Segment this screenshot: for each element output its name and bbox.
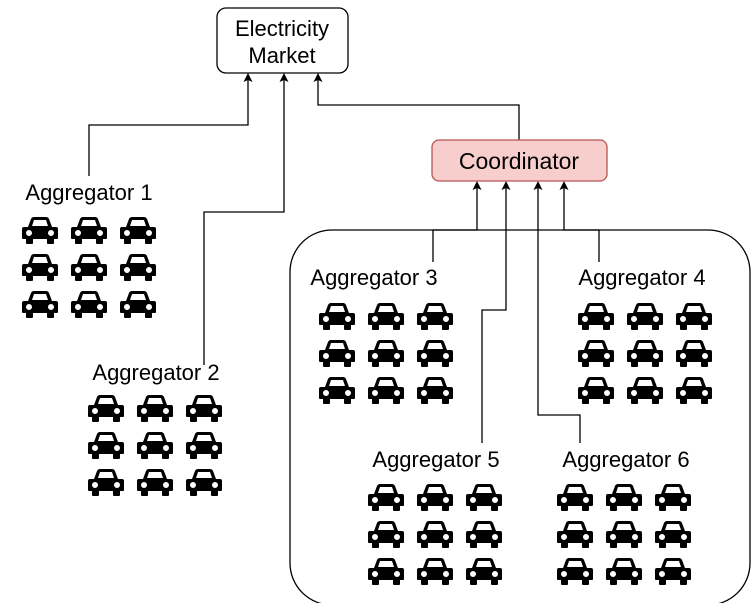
car-icon bbox=[417, 340, 453, 367]
car-icon bbox=[71, 217, 107, 244]
car-icon bbox=[557, 558, 593, 585]
car-icon bbox=[655, 521, 691, 548]
aggregator-6-label: Aggregator 6 bbox=[562, 447, 689, 472]
edge-agg4-coordinator bbox=[563, 188, 600, 262]
car-icon bbox=[578, 377, 614, 404]
edge-agg5-coordinator bbox=[481, 188, 507, 443]
aggregator-4-label: Aggregator 4 bbox=[578, 265, 705, 290]
aggregator-3-label: Aggregator 3 bbox=[310, 265, 437, 290]
car-icon bbox=[120, 254, 156, 281]
car-icon bbox=[368, 377, 404, 404]
arrowhead-up-icon bbox=[472, 181, 482, 190]
aggregator-3-fleet bbox=[319, 303, 453, 404]
car-icon bbox=[676, 377, 712, 404]
arrowhead-up-icon bbox=[279, 73, 289, 82]
car-icon bbox=[120, 291, 156, 318]
arrowheads bbox=[243, 73, 569, 190]
car-icon bbox=[186, 432, 222, 459]
car-icon bbox=[120, 217, 156, 244]
car-icon bbox=[676, 340, 712, 367]
car-icon bbox=[319, 340, 355, 367]
car-icon bbox=[22, 291, 58, 318]
arrowhead-up-icon bbox=[559, 181, 569, 190]
car-icon bbox=[466, 484, 502, 511]
car-icon bbox=[466, 521, 502, 548]
car-icon bbox=[655, 558, 691, 585]
car-icon bbox=[319, 377, 355, 404]
aggregator-4-fleet bbox=[578, 303, 712, 404]
aggregator-5-fleet bbox=[368, 484, 502, 585]
market-label-line2: Market bbox=[248, 43, 315, 68]
car-icon bbox=[578, 303, 614, 330]
edge-agg6-coordinator bbox=[537, 188, 581, 443]
car-icon bbox=[137, 395, 173, 422]
aggregator-5-label: Aggregator 5 bbox=[372, 447, 499, 472]
car-icon bbox=[466, 558, 502, 585]
car-icon bbox=[676, 303, 712, 330]
connectors bbox=[88, 80, 600, 443]
car-icon bbox=[417, 558, 453, 585]
car-icon bbox=[627, 340, 663, 367]
car-icon bbox=[88, 395, 124, 422]
car-icon bbox=[417, 521, 453, 548]
edge-agg2-market bbox=[203, 80, 285, 365]
car-icon bbox=[417, 484, 453, 511]
car-icon bbox=[578, 340, 614, 367]
market-label-line1: Electricity bbox=[235, 16, 329, 41]
aggregator-2-label: Aggregator 2 bbox=[92, 360, 219, 385]
aggregator-labels: Aggregator 1 Aggregator 2 Aggregator 3 A… bbox=[25, 180, 705, 472]
car-icon bbox=[88, 469, 124, 496]
car-icon bbox=[186, 395, 222, 422]
car-icon bbox=[417, 377, 453, 404]
car-icon bbox=[368, 303, 404, 330]
aggregator-6-fleet bbox=[557, 484, 691, 585]
edge-coordinator-market bbox=[317, 80, 520, 140]
car-icon bbox=[557, 521, 593, 548]
car-icon bbox=[368, 484, 404, 511]
car-icon bbox=[137, 469, 173, 496]
car-icon bbox=[627, 303, 663, 330]
car-icon bbox=[22, 217, 58, 244]
car-icon bbox=[655, 484, 691, 511]
aggregator-1-label: Aggregator 1 bbox=[25, 180, 152, 205]
car-icon bbox=[88, 432, 124, 459]
car-icon bbox=[368, 340, 404, 367]
car-icon bbox=[186, 469, 222, 496]
edge-agg3-coordinator bbox=[432, 188, 478, 262]
car-icon bbox=[606, 521, 642, 548]
car-icon bbox=[137, 432, 173, 459]
car-icon bbox=[71, 254, 107, 281]
arrowhead-up-icon bbox=[313, 73, 323, 82]
car-icon bbox=[627, 377, 663, 404]
car-icon bbox=[368, 558, 404, 585]
car-icon bbox=[557, 484, 593, 511]
coordinated-group-boundary bbox=[289, 229, 751, 603]
car-icon bbox=[417, 303, 453, 330]
arrowhead-up-icon bbox=[243, 73, 253, 82]
edge-agg1-market bbox=[88, 80, 249, 176]
car-icon bbox=[319, 303, 355, 330]
car-icon bbox=[22, 254, 58, 281]
aggregator-1-fleet bbox=[22, 217, 156, 318]
car-icon bbox=[606, 484, 642, 511]
electricity-market-node[interactable]: Electricity Market bbox=[216, 7, 349, 74]
aggregator-2-fleet bbox=[88, 395, 222, 496]
coordinator-label: Coordinator bbox=[459, 148, 580, 174]
car-icon bbox=[606, 558, 642, 585]
car-icon bbox=[368, 521, 404, 548]
car-icon bbox=[71, 291, 107, 318]
arrowhead-up-icon bbox=[501, 181, 511, 190]
coordinator-node[interactable]: Coordinator bbox=[431, 139, 608, 182]
arrowhead-up-icon bbox=[533, 181, 543, 190]
